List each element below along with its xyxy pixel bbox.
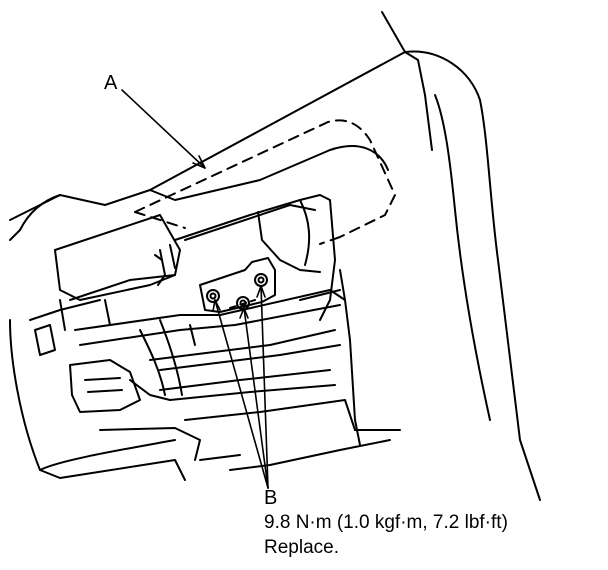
callout-b-label: B: [264, 487, 278, 509]
replace-note: Replace.: [264, 537, 339, 558]
leader-lines: [121, 89, 269, 489]
lower-dash-structure: [9, 269, 401, 481]
leader-a: [121, 89, 206, 169]
removable-panel-outline: [134, 119, 396, 245]
leader-b-left: [214, 299, 269, 489]
mounting-bracket: [199, 257, 276, 313]
leader-b-right: [260, 285, 269, 489]
torque-spec: 9.8 N·m (1.0 kgf·m, 7.2 lbf·ft): [264, 512, 508, 533]
leader-b-middle: [243, 307, 269, 489]
glove-box-opening: [54, 194, 336, 321]
wire-connector: [69, 359, 141, 413]
dashboard-upper-shell: [9, 11, 541, 501]
callout-a-label: A: [104, 72, 118, 94]
bolt-right: [254, 273, 268, 287]
bolt-left: [206, 289, 220, 303]
